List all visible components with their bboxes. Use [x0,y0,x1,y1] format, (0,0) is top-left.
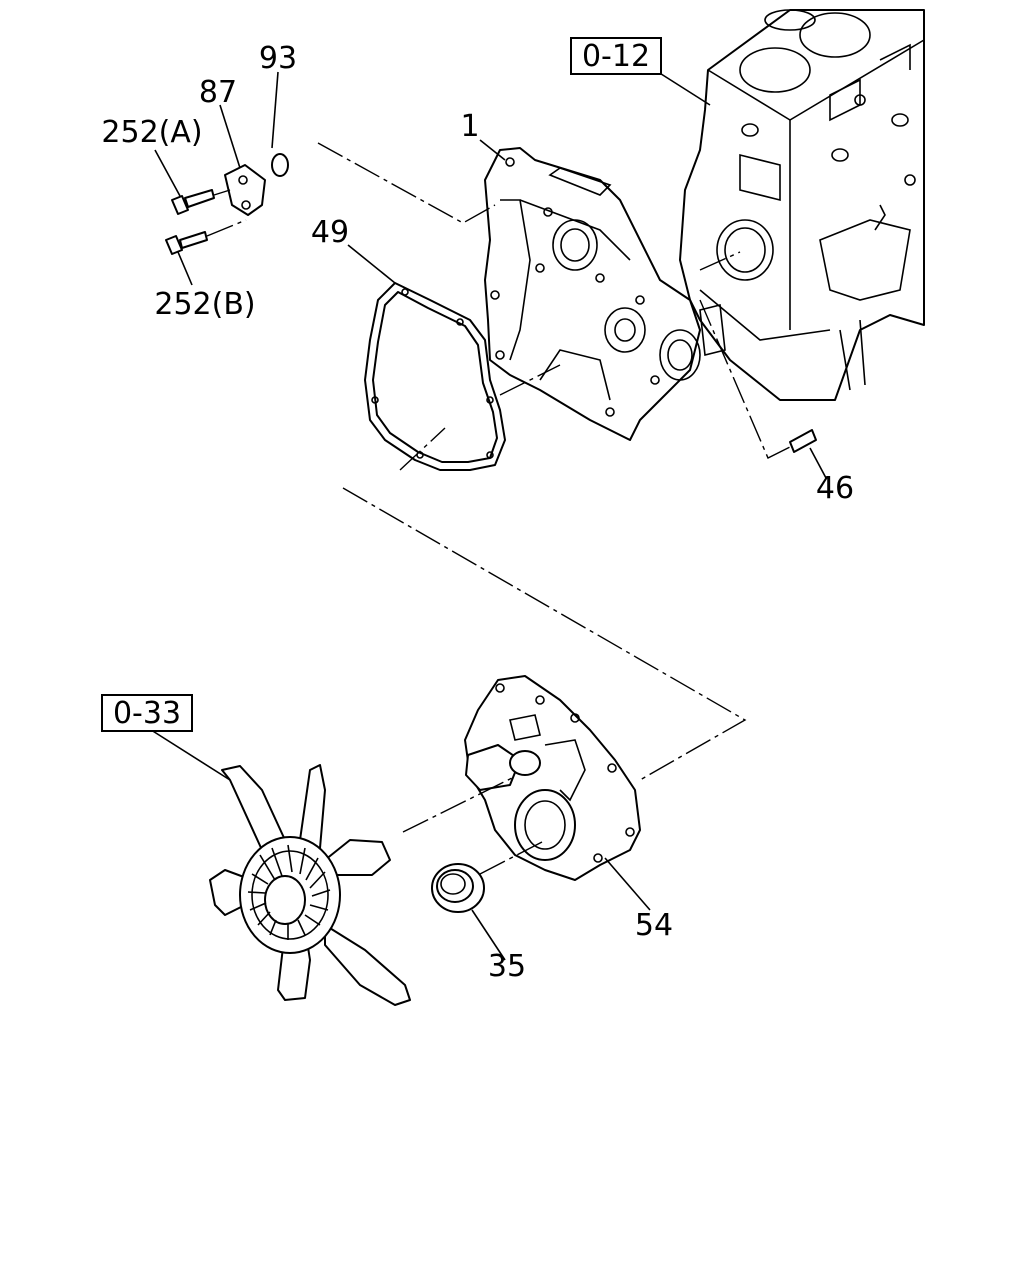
front-cover-drawing [464,675,641,881]
reference-fan-assembly-label: 0-33 [113,696,181,731]
leader-lines [147,71,827,961]
callout-1[interactable]: 1 [460,109,479,144]
reference-engine-block-label: 0-12 [582,39,650,74]
engine-block-drawing [679,9,925,401]
stud-drawing [789,429,817,453]
oil-seal-drawing [431,863,485,913]
reference-fan-assembly[interactable]: 0-33 [101,694,193,732]
callout-252b[interactable]: 252(B) [154,287,255,322]
bracket-and-bolts-drawing [165,153,289,255]
cooling-fan-drawing [209,764,411,1006]
gasket-drawing [364,282,506,471]
callout-252a[interactable]: 252(A) [101,115,202,150]
callout-93[interactable]: 93 [259,41,297,76]
callout-49[interactable]: 49 [311,215,349,250]
callout-87[interactable]: 87 [199,75,237,110]
callout-35[interactable]: 35 [488,949,526,984]
alignment-lines [317,142,791,875]
callout-46[interactable]: 46 [816,471,854,506]
callout-54[interactable]: 54 [635,908,673,943]
reference-engine-block[interactable]: 0-12 [570,37,662,75]
gear-case-drawing [484,147,726,441]
